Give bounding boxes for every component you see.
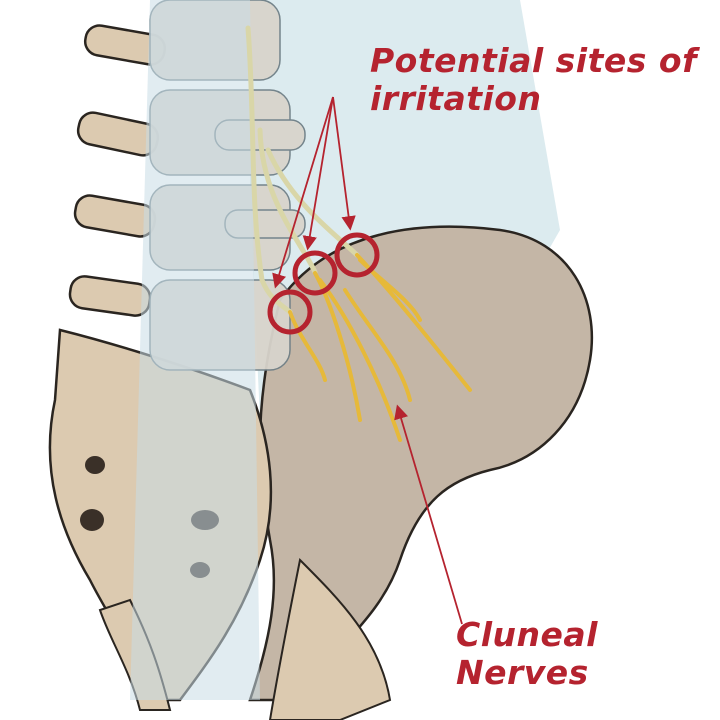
nerve-roots <box>245 25 360 315</box>
spine-overlay <box>130 0 260 700</box>
sacral-foramen <box>80 509 104 531</box>
label-line: irritation <box>370 79 542 118</box>
label-line: Nerves <box>456 653 589 692</box>
irritation-markers <box>267 232 380 335</box>
sacral-foramen <box>85 456 105 474</box>
label-line: Cluneal <box>456 615 598 654</box>
ischium <box>268 557 392 720</box>
label-line: Potential sites of <box>370 41 697 80</box>
annotation-arrows <box>272 96 463 625</box>
cluneal-nerves <box>288 253 472 442</box>
label-potential-sites: Potential sites of irritation <box>370 42 710 118</box>
label-cluneal-nerves: Cluneal Nerves <box>456 616 656 692</box>
ilium <box>248 225 594 702</box>
